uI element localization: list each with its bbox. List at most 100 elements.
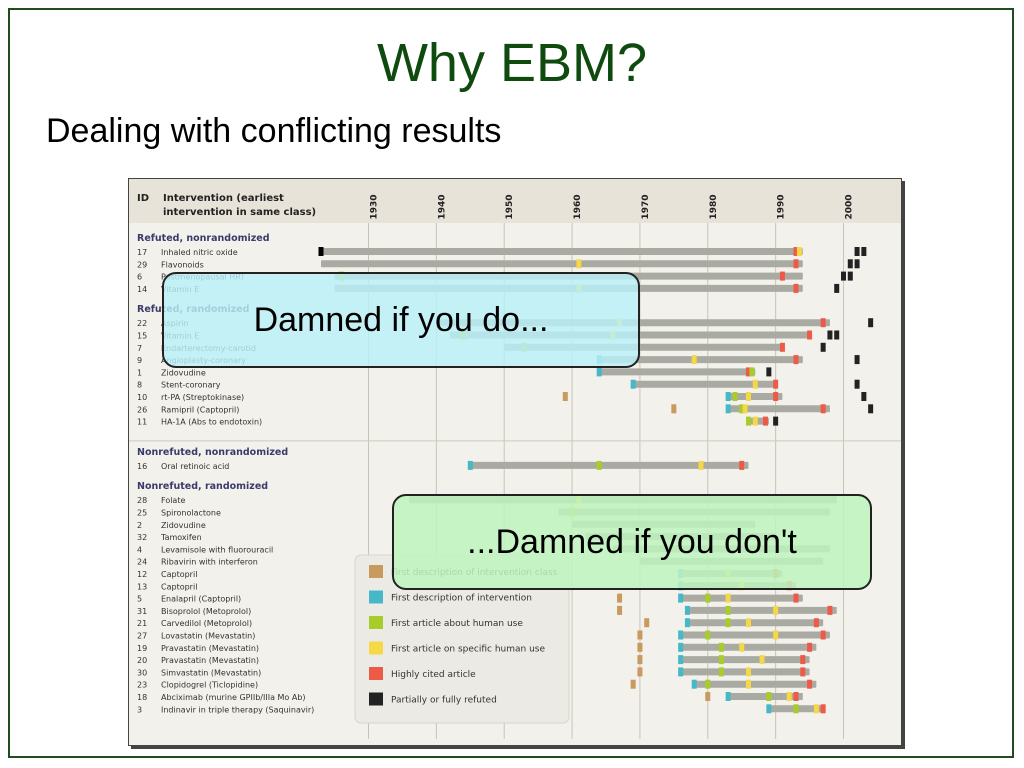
- marker-first_class: [705, 692, 711, 701]
- legend-swatch-human: [369, 616, 383, 629]
- timeline-bar: [680, 656, 810, 664]
- marker-specific: [691, 355, 697, 365]
- timeline-bar: [728, 405, 830, 413]
- marker-first_intv: [678, 655, 684, 665]
- marker-specific: [759, 655, 765, 665]
- marker-cited: [739, 460, 745, 470]
- marker-refuted: [854, 247, 860, 256]
- marker-specific: [813, 704, 819, 714]
- row-id: 28: [137, 496, 147, 505]
- marker-human: [705, 593, 711, 603]
- row-id: 5: [137, 595, 142, 604]
- marker-human: [718, 667, 724, 677]
- marker-first_intv: [766, 704, 772, 714]
- row-id: 22: [137, 319, 147, 328]
- figure-header-band: [129, 179, 901, 223]
- row-id: 16: [137, 462, 147, 471]
- row-name: Stent-coronary: [161, 381, 221, 390]
- row-name: Bisoprolol (Metoprolol): [161, 607, 251, 616]
- marker-first_class: [562, 392, 568, 401]
- marker-first_class: [630, 679, 636, 689]
- marker-specific: [746, 679, 751, 689]
- marker-human: [725, 618, 731, 628]
- row-name: Clopidogrel (Ticlopidine): [161, 681, 258, 690]
- marker-cited: [793, 355, 799, 365]
- marker-cited: [827, 605, 833, 615]
- marker-cited: [813, 618, 819, 628]
- marker-specific: [746, 618, 751, 628]
- row-id: 6: [137, 273, 142, 282]
- row-name: Flavonoids: [161, 260, 204, 269]
- row-id: 12: [137, 570, 147, 579]
- marker-first_class: [671, 404, 677, 414]
- legend-swatch-first_intv: [369, 590, 383, 604]
- timeline-bar: [687, 619, 824, 627]
- timeline-bar: [599, 368, 756, 376]
- slide-title: Why EBM?: [376, 33, 648, 93]
- marker-specific: [746, 392, 751, 401]
- marker-refuted: [854, 355, 860, 365]
- marker-refuted: [827, 330, 833, 340]
- marker-specific: [752, 416, 758, 426]
- marker-first_class: [617, 605, 623, 615]
- row-name: Inhaled nitric oxide: [161, 248, 238, 257]
- row-id: 25: [137, 509, 147, 518]
- marker-specific: [773, 605, 779, 615]
- row-id: 14: [137, 285, 147, 294]
- row-name: Ribavirin with interferon: [161, 558, 258, 567]
- marker-first_intv: [630, 379, 636, 389]
- marker-human: [793, 704, 799, 714]
- marker-refuted: [861, 392, 867, 401]
- marker-first_class: [637, 655, 643, 665]
- marker-refuted: [854, 379, 860, 389]
- legend-swatch-refuted: [369, 692, 383, 706]
- marker-first_class: [644, 618, 650, 628]
- marker-human: [739, 404, 745, 414]
- marker-specific: [725, 593, 731, 603]
- marker-refuted: [847, 271, 853, 281]
- row-name: Folate: [161, 496, 185, 505]
- row-id: 3: [137, 705, 142, 714]
- group-label: Nonrefuted, nonrandomized: [137, 447, 288, 458]
- row-name: Spironolactone: [161, 509, 221, 518]
- legend-label-cited: Highly cited article: [391, 670, 476, 680]
- timeline-bar: [728, 693, 803, 700]
- marker-cited: [746, 367, 751, 377]
- marker-human: [766, 692, 772, 701]
- row-id: 17: [137, 248, 147, 257]
- row-id: 7: [137, 344, 142, 353]
- marker-cited: [807, 679, 813, 689]
- timeline-bar: [687, 606, 837, 614]
- timeline-bar: [321, 248, 803, 255]
- timeline-bar: [470, 461, 749, 469]
- legend-label-first_intv: First description of intervention: [391, 594, 532, 604]
- marker-specific: [773, 630, 779, 640]
- row-id: 19: [137, 644, 147, 653]
- row-id: 10: [137, 393, 147, 402]
- row-id: 8: [137, 381, 142, 390]
- row-name: Levamisole with fluorouracil: [161, 545, 273, 554]
- timeline-bar: [680, 668, 810, 676]
- marker-refuted: [820, 342, 826, 352]
- row-name: rt-PA (Streptokinase): [161, 393, 244, 402]
- row-id: 23: [137, 681, 147, 690]
- marker-specific: [698, 460, 704, 470]
- marker-refuted: [854, 259, 860, 269]
- marker-first_intv: [725, 404, 731, 414]
- year-label-1980: 1980: [709, 194, 719, 219]
- row-id: 15: [137, 332, 147, 341]
- marker-cited: [793, 259, 799, 269]
- row-id: 27: [137, 632, 147, 641]
- marker-specific: [786, 692, 792, 701]
- marker-cited: [773, 379, 779, 389]
- timeline-bar: [680, 643, 817, 651]
- callout-damned-if-you-do: Damned if you do...: [162, 272, 640, 368]
- header-id: ID: [137, 193, 149, 204]
- timeline-bar: [680, 631, 830, 639]
- marker-first_intv: [691, 679, 697, 689]
- marker-first_class: [637, 667, 643, 677]
- marker-cited: [793, 247, 799, 256]
- row-id: 9: [137, 356, 142, 365]
- marker-refuted: [773, 416, 779, 426]
